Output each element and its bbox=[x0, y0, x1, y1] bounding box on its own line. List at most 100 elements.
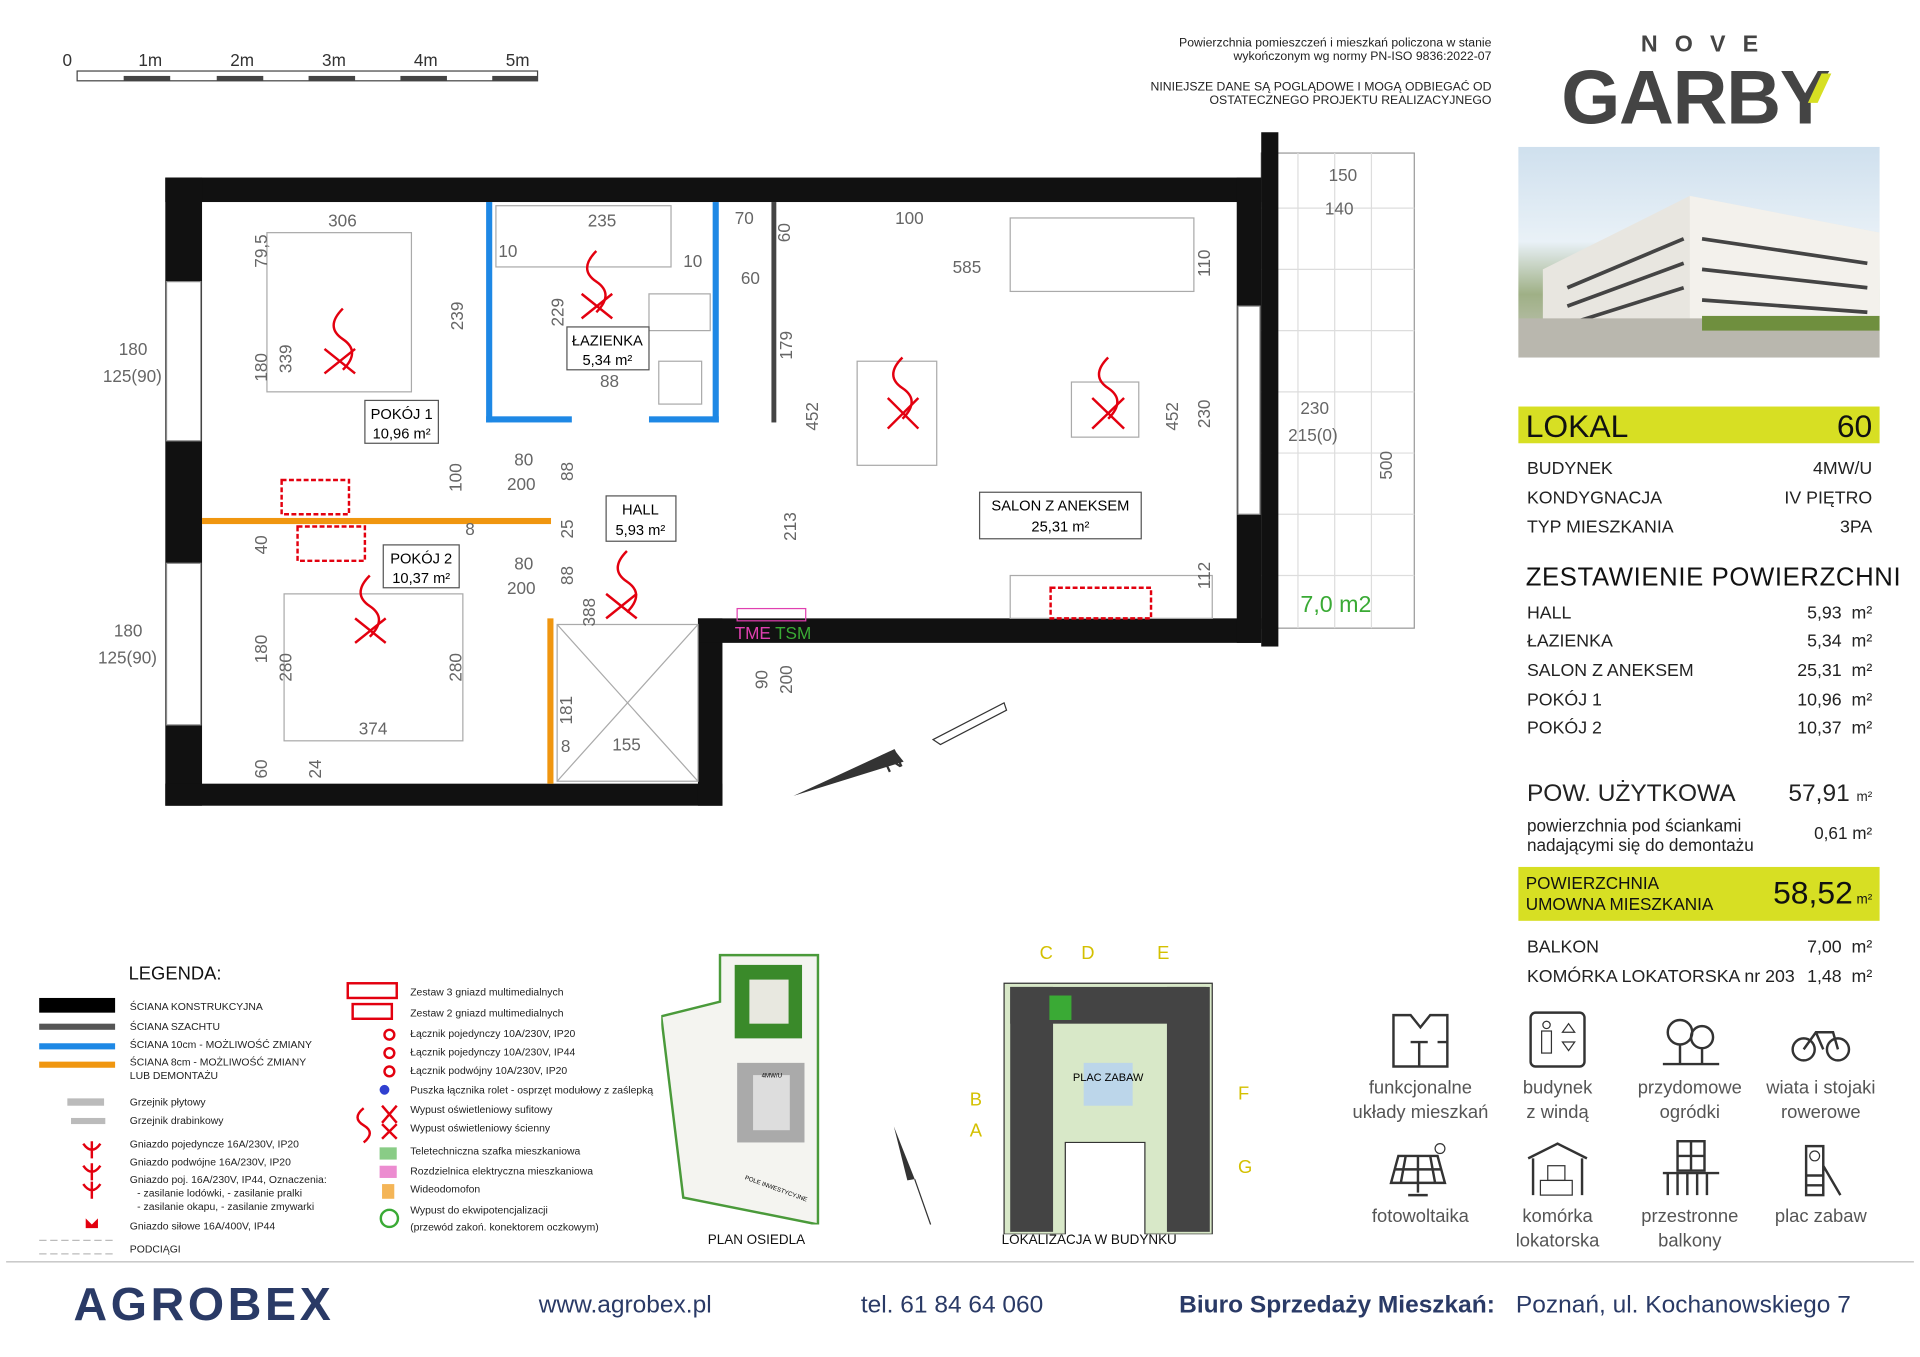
sales-office-address: Poznań, ul. Kochanowskiego 7 bbox=[1515, 1291, 1851, 1319]
entrance-marker: F bbox=[1238, 1083, 1249, 1104]
room-area: 10,37 m² bbox=[392, 571, 450, 587]
balcony-area: 7,0 m2 bbox=[1300, 591, 1371, 617]
dim: 25 bbox=[557, 519, 577, 538]
scale-tick: 4m bbox=[414, 50, 438, 70]
dim: 452 bbox=[1162, 402, 1182, 431]
dim: 585 bbox=[953, 257, 982, 277]
dim: 200 bbox=[507, 578, 536, 598]
dim: 230 bbox=[1300, 398, 1329, 418]
amenity-label: plac zabaw bbox=[1774, 1206, 1867, 1227]
tme-label: TME bbox=[735, 623, 771, 643]
dim: 125(90) bbox=[103, 366, 162, 386]
scale-tick: 3m bbox=[322, 50, 346, 70]
room-area: 25,31 m² bbox=[1031, 519, 1089, 535]
amenity-label: z windą bbox=[1526, 1102, 1589, 1123]
dim: 8 bbox=[465, 519, 475, 539]
walls-label: nadającymi się do demontażu bbox=[1526, 835, 1754, 855]
contract-area-box: POWIERZCHNIA UMOWNA MIESZKANIA 58,52 m² bbox=[1518, 866, 1880, 921]
sales-office-label: Biuro Sprzedaży Mieszkań: bbox=[1179, 1291, 1495, 1319]
entrance-marker: D bbox=[1081, 942, 1094, 963]
lokal-label: LOKAL bbox=[1525, 407, 1629, 445]
walls-label: powierzchnia pod ściankami bbox=[1526, 815, 1742, 836]
footer-divider bbox=[6, 1261, 1914, 1263]
info-label: TYP MIESZKANIA bbox=[1526, 517, 1674, 538]
location-title: LOKALIZACJA W BUDYNKU bbox=[1001, 1233, 1177, 1248]
amenity-label: komórka bbox=[1522, 1206, 1593, 1227]
legend-item: Teletechniczna szafka mieszkaniowa bbox=[410, 1144, 581, 1158]
unit: m² bbox=[1851, 661, 1873, 681]
dim: 10 bbox=[498, 241, 517, 261]
room-name: POKÓJ 2 bbox=[390, 550, 452, 567]
entrance-marker: G bbox=[1238, 1156, 1252, 1177]
extra-label: KOMÓRKA LOKATORSKA nr 203 bbox=[1526, 967, 1795, 987]
dim: 60 bbox=[741, 268, 760, 288]
scale-tick: 1m bbox=[138, 50, 162, 70]
site-plan-map: 4MW/U POLE INWESTYCYJNE bbox=[661, 953, 820, 1225]
usable-value: 57,91 bbox=[1788, 780, 1850, 807]
dim: 150 bbox=[1329, 165, 1358, 185]
room-area: 10,96 bbox=[1797, 690, 1842, 711]
dim: 180 bbox=[114, 621, 143, 641]
balcony: 7,0 m2 bbox=[1260, 152, 1415, 629]
site-label: 4MW/U bbox=[762, 1073, 782, 1080]
contract-label: UMOWNA MIESZKANIA bbox=[1525, 893, 1714, 914]
dim: 200 bbox=[776, 665, 796, 694]
agrobex-logo: AGROBEX bbox=[73, 1279, 335, 1332]
floorplan-icon bbox=[1392, 1013, 1449, 1068]
dim: 24 bbox=[305, 759, 325, 779]
dim: 80 bbox=[514, 553, 533, 573]
website-link[interactable]: www.agrobex.pl bbox=[538, 1291, 712, 1319]
dim: 60 bbox=[774, 223, 794, 242]
dim: 88 bbox=[557, 566, 577, 585]
legend-item: Łącznik pojedynczy 10A/230V, IP20 bbox=[410, 1027, 576, 1040]
room-area: 5,34 m² bbox=[582, 353, 632, 369]
room-name: HALL bbox=[622, 502, 659, 518]
solar-panel-icon bbox=[1389, 1143, 1447, 1197]
dim: 8 bbox=[561, 736, 571, 756]
usable-label: POW. UŻYTKOWA bbox=[1526, 780, 1736, 807]
windows bbox=[165, 281, 1261, 726]
amenity-label: rowerowe bbox=[1781, 1102, 1861, 1123]
contract-value: 58,52 bbox=[1773, 874, 1853, 912]
legend-item: ŚCIANA 8cm - MOŻLIWOŚĆ ZMIANY bbox=[129, 1055, 307, 1068]
dim: 100 bbox=[895, 208, 924, 228]
info-value: IV PIĘTRO bbox=[1784, 488, 1873, 509]
dim: 374 bbox=[359, 719, 388, 739]
amenity-playground: plac zabaw bbox=[1747, 1139, 1894, 1230]
unit: m² bbox=[1851, 937, 1873, 958]
legend-item: ŚCIANA SZACHTU bbox=[129, 1020, 221, 1033]
dim: 181 bbox=[556, 696, 576, 725]
amenity-label: przydomowe bbox=[1637, 1077, 1742, 1099]
dim: 110 bbox=[1194, 250, 1214, 277]
legend-item: Zestaw 2 gniazd multimedialnych bbox=[410, 1006, 564, 1019]
entrance-marker: A bbox=[970, 1119, 983, 1140]
amenity-label: balkony bbox=[1658, 1230, 1722, 1252]
legend-item: Wypust oświetleniowy ścienny bbox=[410, 1121, 551, 1134]
contract-label: POWIERZCHNIA bbox=[1525, 873, 1660, 893]
building-location-map: C D E B A F G PLAC ZABAW bbox=[970, 942, 1252, 1235]
amenity-label: lokatorska bbox=[1515, 1230, 1600, 1252]
unit: m² bbox=[1851, 718, 1873, 739]
disclaimer-note: NINIEJSZE DANE SĄ POGLĄDOWE I MOGĄ ODBIE… bbox=[1151, 81, 1492, 108]
site-plan-title: PLAN OSIEDLA bbox=[707, 1233, 806, 1248]
entrance-marker: B bbox=[970, 1089, 982, 1110]
dim: 100 bbox=[446, 463, 466, 492]
amenity-label: funkcjonalne bbox=[1368, 1077, 1472, 1099]
amenity-storage: komórka lokatorska bbox=[1484, 1139, 1631, 1254]
dim: 215(0) bbox=[1288, 425, 1338, 445]
storage-icon bbox=[1527, 1142, 1588, 1196]
compass-icon bbox=[893, 1126, 932, 1225]
unit: m² bbox=[1851, 631, 1873, 652]
legend-item: Łącznik podwójny 10A/230V, IP20 bbox=[410, 1064, 568, 1077]
dim: 180 bbox=[119, 339, 148, 359]
amenity-label: ogródki bbox=[1659, 1102, 1720, 1123]
